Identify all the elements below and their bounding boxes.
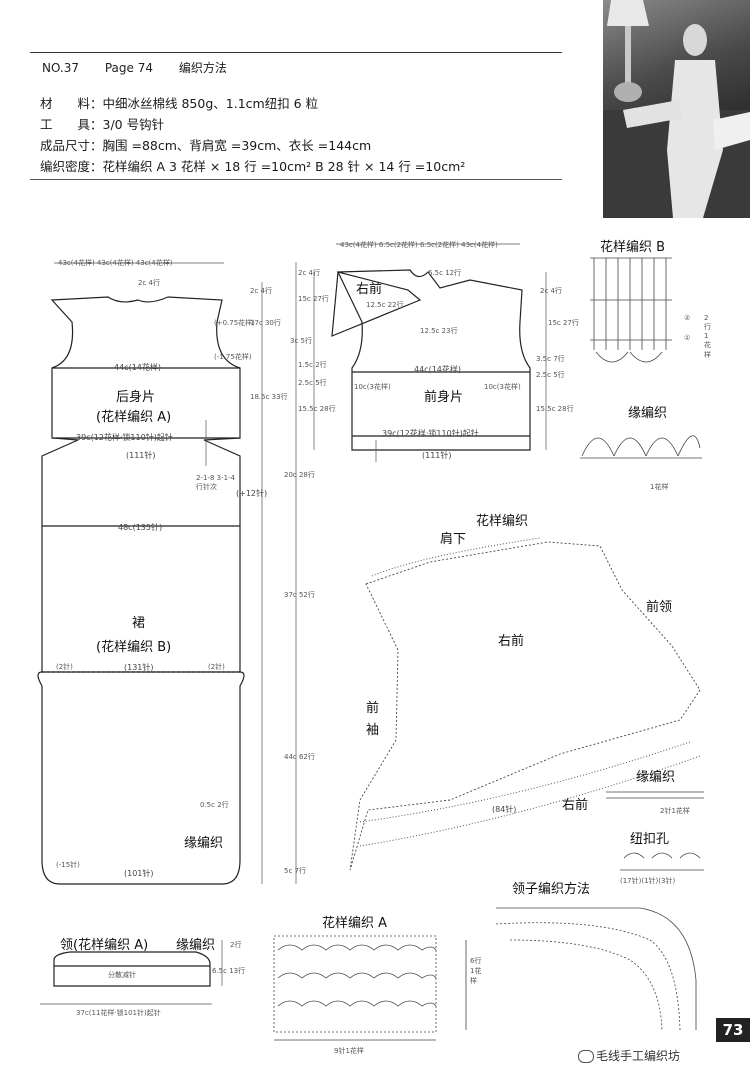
back-piece-outline xyxy=(41,296,241,673)
back-armhole-note2: (-1.75花样) xyxy=(214,353,252,361)
page-number: 73 xyxy=(716,1018,750,1042)
front-dim-right-1: 2c 4行 xyxy=(540,287,562,295)
dim-skirt-upper: 37c 52行 xyxy=(284,591,315,599)
front-dim-left-6: 15.5c 28行 xyxy=(298,405,336,413)
front-dim-left-2: 15c 27行 xyxy=(298,295,329,303)
front-mid-dim-1: 12.5c 22行 xyxy=(366,301,404,309)
header-box: NO.37 Page 74 编织方法 材 料：中细冰丝棉线 850g、1.1cm… xyxy=(30,52,562,180)
big-chart-right-front: 右前 xyxy=(498,634,525,649)
back-start-chain: 39c(12花样·锁110针)起针 xyxy=(76,433,173,442)
edge-2-note: 2针1花样 xyxy=(660,807,690,815)
pattern-b-rows: 2行1花样 xyxy=(704,314,711,359)
skirt-stitch-131: (131针) xyxy=(124,663,154,672)
pattern-a-bottom: 9针1花样 xyxy=(334,1047,364,1055)
collar-title: 领(花样编织 A) xyxy=(60,938,149,953)
dim-neck: 2c 4行 xyxy=(250,287,272,295)
back-piece-pattern: (花样编织 A) xyxy=(96,410,172,425)
page-ref: Page 74 xyxy=(104,61,153,75)
front-mid-dim-2: 6.5c 12行 xyxy=(428,269,462,277)
front-start-chain: 39c(12花样·锁110针)起针 xyxy=(382,429,479,438)
pattern-b-mark-2: ② xyxy=(684,314,691,322)
front-top-dims: 43c(4花样) 6.5c(2花样) 6.5c(2花样) 43c(4花样) xyxy=(340,241,498,249)
back-neck-dim: 2c 4行 xyxy=(138,279,160,287)
edge-2-title: 缘编织 xyxy=(636,770,676,785)
front-mid-dim-3: 12.5c 23行 xyxy=(420,327,458,335)
skirt-pattern: (花样编织 B) xyxy=(96,640,172,655)
front-width-44: 44c(14花样) xyxy=(414,365,461,374)
dim-armhole: 17c 30行 xyxy=(250,319,281,327)
skirt-title: 裙 xyxy=(132,616,146,631)
big-chart-front-neck: 前领 xyxy=(646,600,673,615)
back-piece-title: 后身片 xyxy=(116,390,156,405)
wechat-icon xyxy=(578,1050,594,1063)
front-dim-left-4: 1.5c 2行 xyxy=(298,361,327,369)
front-stitch-111: (111针) xyxy=(422,451,452,460)
skirt-outline xyxy=(37,671,245,885)
spec-size: 成品尺寸：胸围 =88cm、背肩宽 =39cm、衣长 =144cm xyxy=(40,138,372,153)
watermark: 毛线手工编织坊 xyxy=(596,1049,681,1063)
collar-rows-2: 2行 xyxy=(230,941,242,949)
skirt-stitch-15: (-15针) xyxy=(56,861,80,869)
front-dim-right-2: 15c 27行 xyxy=(548,319,579,327)
front-right-label: 右前 xyxy=(356,282,383,297)
skirt-edge-label: 缘编织 xyxy=(184,836,224,851)
front-piece-outline xyxy=(337,269,531,451)
skirt-stitch-2-left: (2针) xyxy=(56,663,73,671)
back-stitch-111: (111针) xyxy=(126,451,156,460)
buttonhole-title: 纽扣孔 xyxy=(630,832,670,847)
pattern-b-title: 花样编织 B xyxy=(600,240,666,255)
big-chart-front-sleeve: 前袖 xyxy=(366,701,380,738)
dim-skirt-lower: 44c 62行 xyxy=(284,753,315,761)
front-dim-right-3: 3.5c 7行 xyxy=(536,355,565,363)
spec-gauge: 编织密度：花样编织 A 3 花样 × 18 行 =10cm² B 28 针 × … xyxy=(40,159,466,174)
pattern-number: NO.37 xyxy=(42,61,80,75)
front-piece-title: 前身片 xyxy=(424,390,464,405)
collar-rows: 6.5c 13行 xyxy=(212,967,246,975)
spec-tools: 工 具：3/0 号钩针 xyxy=(40,117,165,132)
back-width-48: 48c(135针) xyxy=(118,523,163,532)
back-plus-12: (+12针) xyxy=(236,489,268,498)
front-dim-right-4: 2.5c 5行 xyxy=(536,371,565,379)
front-dim-right-5: 15.5c 28行 xyxy=(536,405,574,413)
back-armhole-note: (+0.75花样) xyxy=(214,319,255,327)
buttonhole-note: (17针)(1针)(3针) xyxy=(620,877,676,885)
back-side-decrease: 2-1-8 3-1-4 行针次 xyxy=(196,474,236,491)
front-dim-left-3: 3c 5行 xyxy=(290,337,312,345)
skirt-stitch-101: (101针) xyxy=(124,869,154,878)
header-line: NO.37 Page 74 编织方法 xyxy=(42,59,249,76)
collar-edge-label: 缘编织 xyxy=(176,938,216,953)
section-title: 编织方法 xyxy=(178,61,227,75)
edge-1-title: 缘编织 xyxy=(628,406,668,421)
front-dim-left-5: 2.5c 5行 xyxy=(298,379,327,387)
big-chart-shoulder: 肩下 xyxy=(440,532,467,547)
skirt-edge-rows: 0.5c 2行 xyxy=(200,801,229,809)
big-chart-title: 花样编织 xyxy=(476,514,529,529)
big-chart-stitch-84: (84针) xyxy=(492,805,517,814)
pattern-a-rows: 6行1花样 xyxy=(470,957,482,985)
dim-hip: 20c 28行 xyxy=(284,471,315,479)
collar-inner-note: 分散减针 xyxy=(108,971,136,979)
edge-1-note: 1花样 xyxy=(650,483,669,491)
dim-hem: 5c 7行 xyxy=(284,867,306,875)
pattern-b-mark-1: ① xyxy=(684,334,691,342)
dim-bodice: 18.5c 33行 xyxy=(250,393,288,401)
skirt-stitch-2-right: (2针) xyxy=(208,663,225,671)
front-dim-left-1: 2c 4行 xyxy=(298,269,320,277)
big-chart-right-front-2: 右前 xyxy=(562,798,589,813)
collar-method-title: 领子编织方法 xyxy=(512,882,591,897)
back-top-dims: 43c(4花样) 43c(4花样) 43c(4花样) xyxy=(58,259,173,267)
collar-outline xyxy=(53,951,211,987)
front-width-10-left: 10c(3花样) xyxy=(354,383,391,391)
back-width-44: 44c(14花样) xyxy=(114,363,161,372)
collar-start: 37c(11花样·锁101针)起针 xyxy=(76,1009,161,1017)
model-photo xyxy=(603,0,750,218)
big-chart-outline xyxy=(349,541,701,871)
front-width-10-right: 10c(3花样) xyxy=(484,383,521,391)
spec-materials: 材 料：中细冰丝棉线 850g、1.1cm纽扣 6 粒 xyxy=(40,96,319,111)
pattern-a-title: 花样编织 A xyxy=(322,916,388,931)
